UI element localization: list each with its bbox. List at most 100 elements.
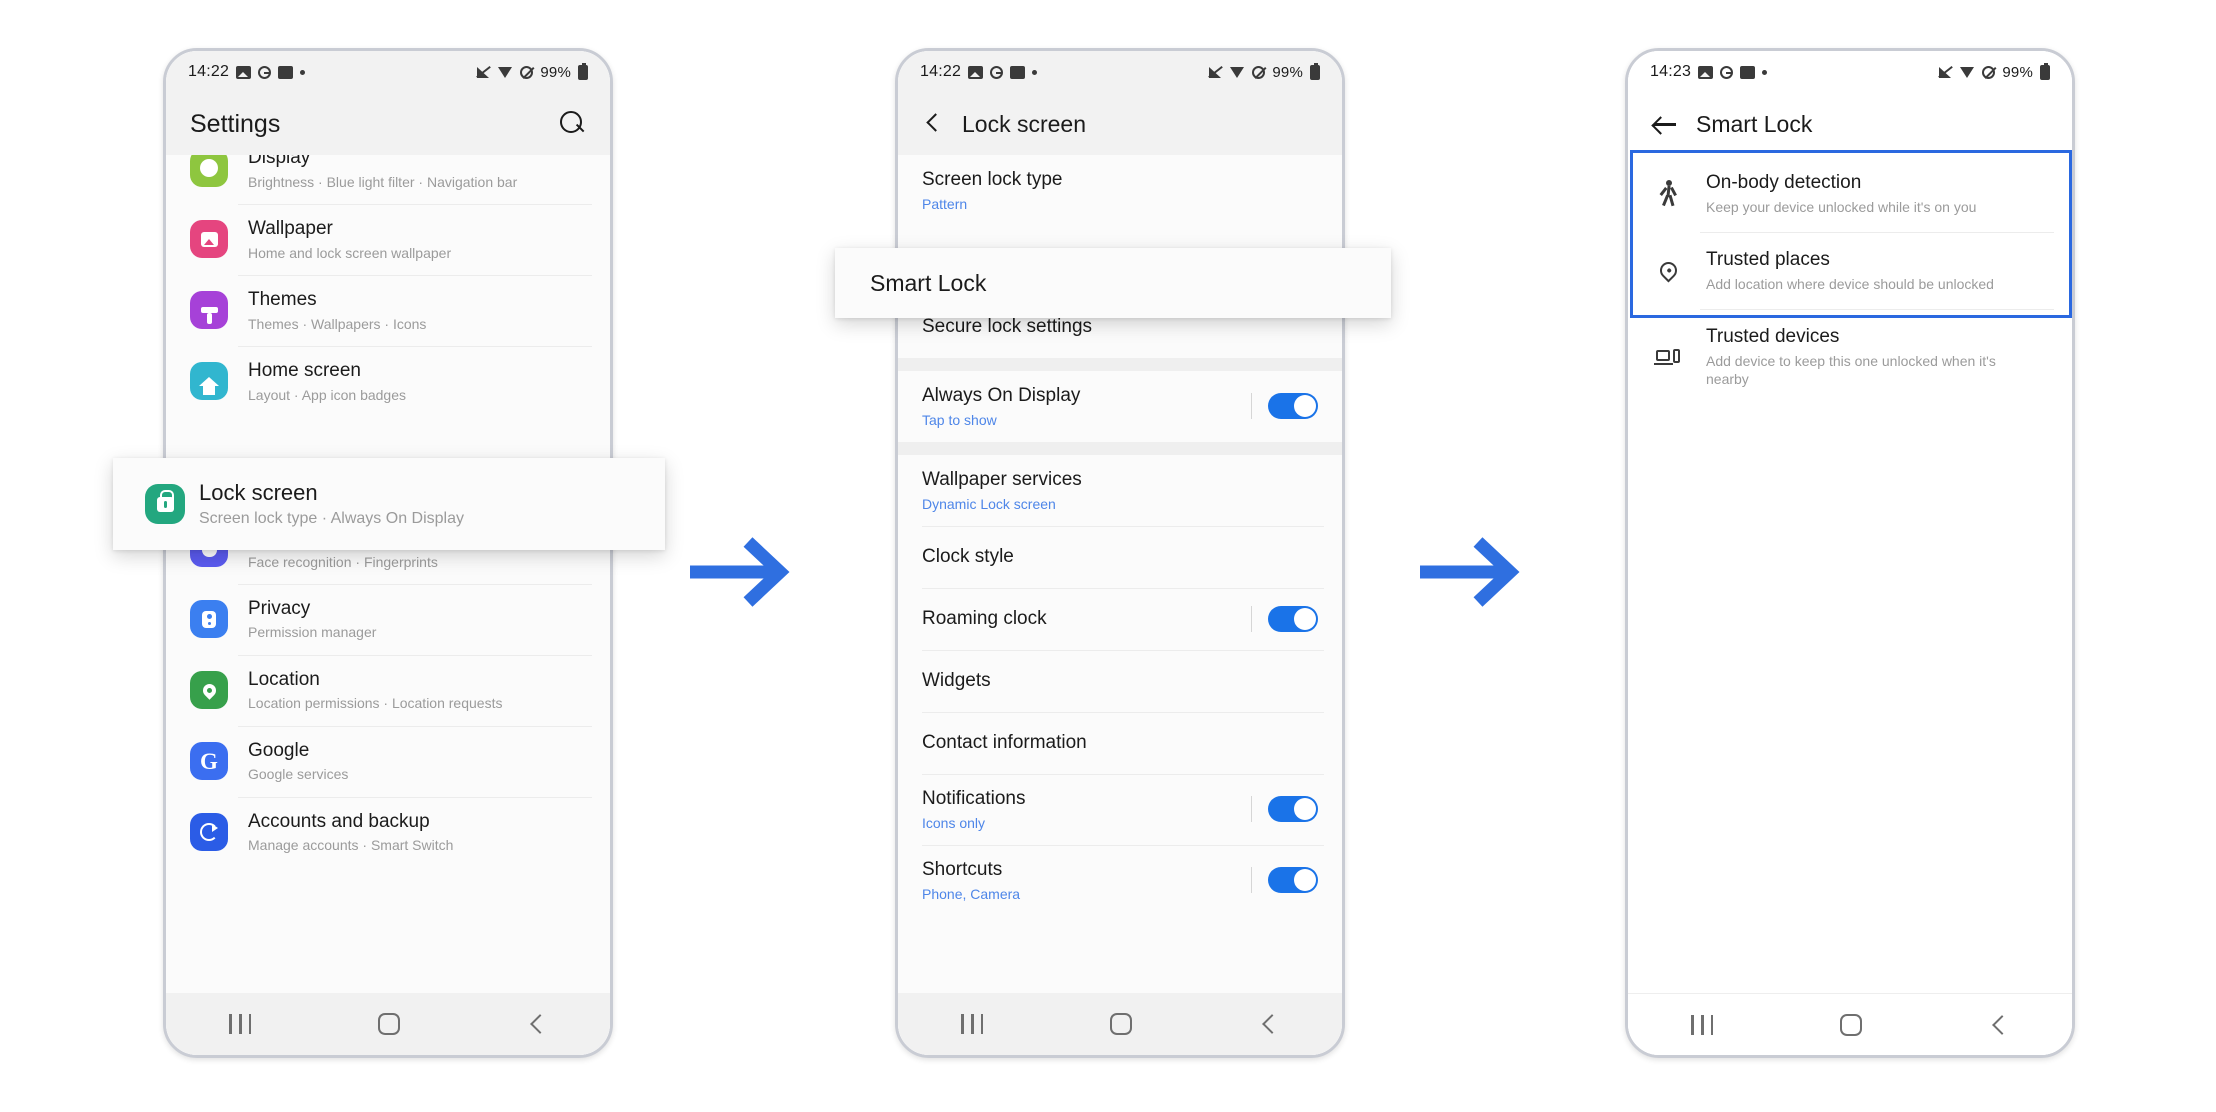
page-title: Smart Lock <box>1696 110 1813 137</box>
battery-percent: 99% <box>1272 63 1303 81</box>
lock-item-screen-lock-type[interactable]: Screen lock type Pattern <box>898 155 1342 226</box>
wifi-icon <box>498 66 513 78</box>
clock-icon <box>990 65 1004 79</box>
wallpaper-icon <box>190 220 228 259</box>
item-subtitle: Face recognition · Fingerprints <box>248 553 438 570</box>
highlight-subtitle: Screen lock type · Always On Display <box>199 510 464 527</box>
lock-icon <box>145 484 185 524</box>
highlight-title: Lock screen <box>199 480 318 505</box>
home-icon[interactable] <box>1109 1013 1132 1035</box>
app-bar: Settings <box>166 93 610 155</box>
item-title: Contact information <box>922 731 1087 753</box>
home-icon[interactable] <box>377 1013 400 1035</box>
sync-icon <box>190 812 228 851</box>
item-subtitle: Themes · Wallpapers · Icons <box>248 315 427 332</box>
status-bar: 14:23 99% <box>1628 51 2072 93</box>
battery-icon <box>2040 62 2050 80</box>
item-subtitle: Phone, Camera <box>922 885 1021 902</box>
highlight-card-lock-screen[interactable]: Lock screen Screen lock type · Always On… <box>113 458 665 550</box>
status-time: 14:23 <box>1650 63 1692 80</box>
item-title: Notifications <box>922 787 1026 809</box>
toggle-divider <box>1251 605 1252 632</box>
lock-item-wallpaper-services[interactable]: Wallpaper services Dynamic Lock screen <box>898 455 1342 526</box>
do-not-disturb-icon <box>1982 65 1996 79</box>
signal-off-icon <box>1208 66 1223 79</box>
roaming-clock-toggle[interactable] <box>1268 605 1318 632</box>
devices-icon <box>1650 348 1686 365</box>
recents-icon[interactable] <box>229 1014 252 1034</box>
item-title: Roaming clock <box>922 607 1047 629</box>
item-subtitle: Layout · App icon badges <box>248 386 407 403</box>
navigation-bar[interactable] <box>1628 993 2072 1055</box>
settings-item-location[interactable]: Location Location permissions · Location… <box>166 654 610 726</box>
search-icon[interactable] <box>560 111 586 137</box>
walking-person-icon <box>1650 180 1686 207</box>
lock-item-notifications[interactable]: Notifications Icons only <box>898 773 1342 845</box>
location-pin-outline-icon <box>1650 258 1686 283</box>
smart-lock-item-on-body-detection[interactable]: On-body detection Keep your device unloc… <box>1628 155 2072 232</box>
settings-item-privacy[interactable]: Privacy Permission manager <box>166 583 610 655</box>
battery-percent: 99% <box>540 63 571 81</box>
item-subtitle: Tap to show <box>922 411 997 428</box>
lock-item-always-on-display[interactable]: Always On Display Tap to show <box>898 371 1342 442</box>
settings-item-home-screen[interactable]: Home screen Layout · App icon badges <box>166 345 610 417</box>
themes-icon <box>190 291 228 330</box>
settings-item-google[interactable]: G Google Google services <box>166 725 610 797</box>
picture-icon <box>1698 65 1714 79</box>
home-icon[interactable] <box>1839 1013 1862 1036</box>
highlight-card-smart-lock[interactable]: Smart Lock <box>835 248 1391 318</box>
lock-item-secure-lock-settings[interactable]: Secure lock settings <box>898 296 1342 358</box>
phone-2-lock-screen: 14:22 99% Lock screen <box>895 48 1345 1058</box>
item-subtitle: Icons only <box>922 814 986 831</box>
recents-icon[interactable] <box>1691 1014 1714 1035</box>
settings-item-wallpaper[interactable]: Wallpaper Home and lock screen wallpaper <box>166 203 610 275</box>
status-bar: 14:22 99% <box>898 51 1342 93</box>
phone-3-screen: 14:23 99% Smart Lock <box>1628 51 2072 1055</box>
recents-icon[interactable] <box>961 1014 984 1034</box>
navigation-bar[interactable] <box>898 993 1342 1055</box>
flow-arrow-1 <box>690 537 790 607</box>
do-not-disturb-icon <box>520 65 534 79</box>
arrow-back-icon[interactable] <box>1652 113 1678 135</box>
dot-icon <box>300 69 306 75</box>
item-title: Themes <box>248 288 317 310</box>
back-icon[interactable] <box>1989 1015 2009 1035</box>
item-title: Trusted devices <box>1706 325 1840 347</box>
settings-item-display[interactable]: Display Brightness · Blue light filter ·… <box>166 155 610 204</box>
back-icon[interactable] <box>527 1014 547 1034</box>
shortcuts-toggle[interactable] <box>1268 867 1318 894</box>
item-subtitle: Location permissions · Location requests <box>248 695 503 712</box>
item-subtitle: Add location where device should be unlo… <box>1706 275 1994 292</box>
item-subtitle: Home and lock screen wallpaper <box>248 244 452 261</box>
chevron-back-icon[interactable] <box>922 113 944 135</box>
google-icon: G <box>190 742 228 781</box>
status-time: 14:22 <box>920 63 962 80</box>
always-on-display-toggle[interactable] <box>1268 393 1318 420</box>
item-title: Screen lock type <box>922 169 1063 190</box>
navigation-bar[interactable] <box>166 993 610 1055</box>
group-divider <box>898 441 1342 455</box>
smart-lock-item-trusted-devices[interactable]: Trusted devices Add device to keep this … <box>1628 308 2072 404</box>
item-subtitle: Dynamic Lock screen <box>922 495 1056 512</box>
settings-list[interactable]: Display Brightness · Blue light filter ·… <box>166 155 610 993</box>
lock-item-roaming-clock[interactable]: Roaming clock <box>898 587 1342 650</box>
item-title: Widgets <box>922 669 991 691</box>
lock-item-widgets[interactable]: Widgets <box>898 649 1342 712</box>
wifi-icon <box>1230 66 1245 78</box>
picture-icon <box>968 65 984 79</box>
settings-item-accounts-backup[interactable]: Accounts and backup Manage accounts · Sm… <box>166 796 610 868</box>
back-icon[interactable] <box>1259 1014 1279 1034</box>
message-icon <box>1740 65 1756 79</box>
smart-lock-list[interactable]: On-body detection Keep your device unloc… <box>1628 155 2072 993</box>
lock-item-shortcuts[interactable]: Shortcuts Phone, Camera <box>898 844 1342 916</box>
picture-icon <box>236 65 252 79</box>
item-title: Accounts and backup <box>248 810 430 832</box>
toggle-divider <box>1251 796 1252 823</box>
app-bar: Lock screen <box>898 93 1342 155</box>
smart-lock-item-trusted-places[interactable]: Trusted places Add location where device… <box>1628 231 2072 309</box>
notifications-toggle[interactable] <box>1268 796 1318 823</box>
message-icon <box>1010 65 1026 79</box>
settings-item-themes[interactable]: Themes Themes · Wallpapers · Icons <box>166 274 610 346</box>
lock-item-contact-information[interactable]: Contact information <box>898 711 1342 774</box>
lock-item-clock-style[interactable]: Clock style <box>898 525 1342 588</box>
